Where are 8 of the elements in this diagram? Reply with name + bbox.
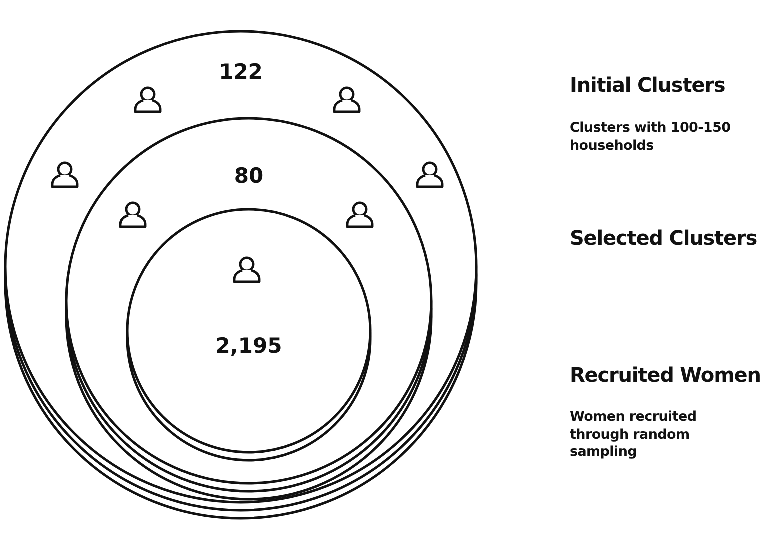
- count-label: 122: [219, 62, 263, 83]
- section-heading: Selected Clusters: [570, 227, 758, 250]
- description-text: Women recruited through random sampling: [570, 409, 698, 462]
- description-text: Clusters with 100-150 households: [570, 120, 732, 156]
- count-label: 80: [234, 166, 264, 187]
- section-heading: Initial Clusters: [570, 74, 726, 97]
- count-label: 2,195: [216, 336, 282, 357]
- section-heading: Recruited Women: [570, 364, 762, 387]
